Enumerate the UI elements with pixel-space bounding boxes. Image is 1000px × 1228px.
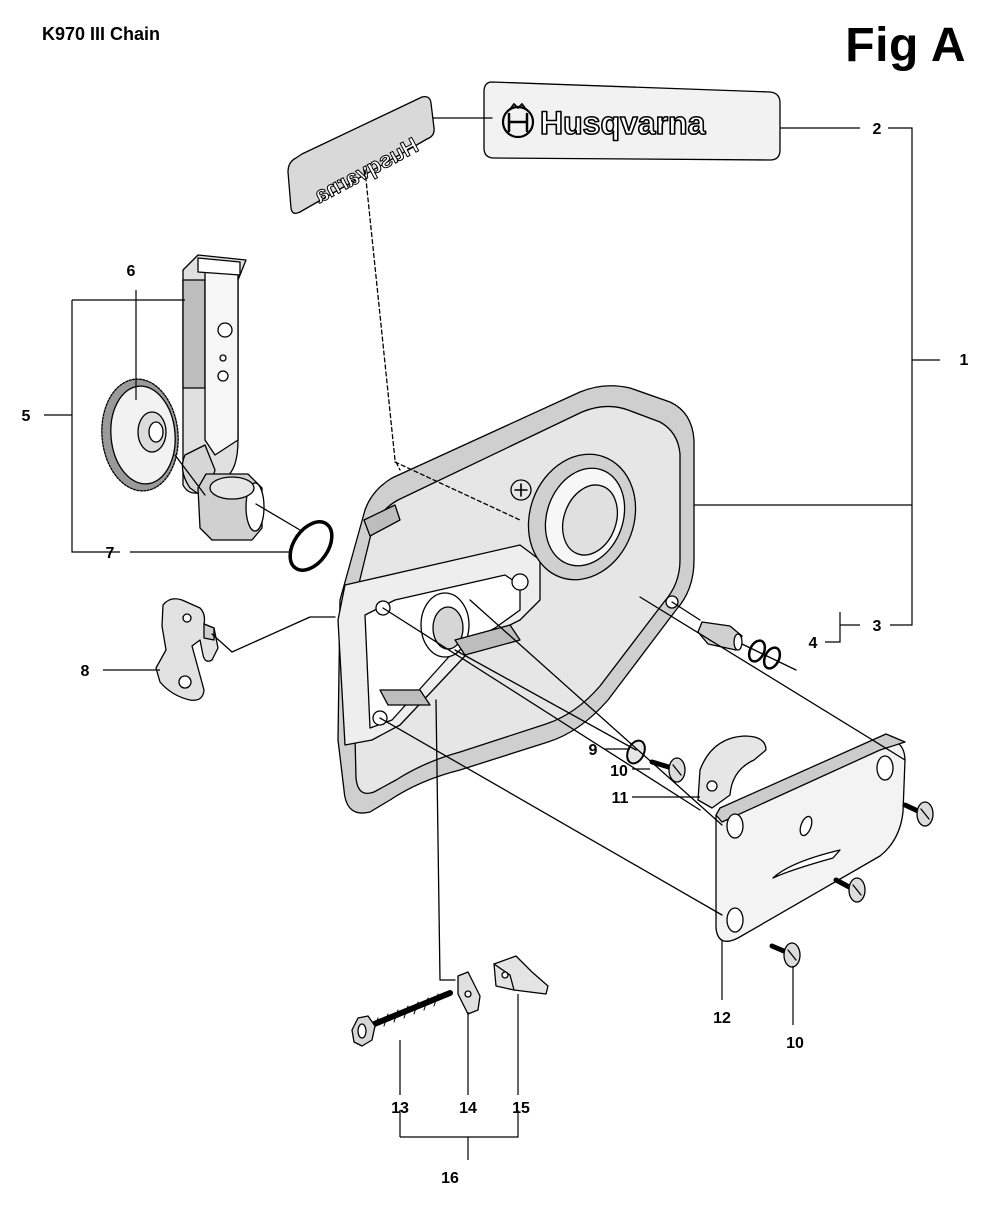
callout-6: 6 xyxy=(127,263,136,280)
callout-12: 12 xyxy=(713,1010,731,1027)
callout-10-lower: 10 xyxy=(786,1035,804,1052)
plate-part-11[interactable] xyxy=(697,735,767,809)
callout-8: 8 xyxy=(81,663,90,680)
brand-decal-text: Husqvarna xyxy=(540,105,706,141)
callout-11: 11 xyxy=(612,790,629,807)
callout-13: 13 xyxy=(391,1100,409,1117)
screw-part-10-lower[interactable] xyxy=(769,942,801,968)
screw-part-10-middle[interactable] xyxy=(649,757,686,783)
callout-4: 4 xyxy=(809,635,818,652)
cover-plate-part-12[interactable] xyxy=(715,733,906,942)
slide-nut-part-14[interactable] xyxy=(457,971,481,1015)
callout-10-middle: 10 xyxy=(610,763,628,780)
callout-5: 5 xyxy=(22,408,31,425)
callout-9: 9 xyxy=(589,742,598,759)
screw-part-10-upper[interactable] xyxy=(902,801,934,827)
callout-15: 15 xyxy=(512,1100,530,1117)
callout-1: 1 xyxy=(960,352,969,369)
o-ring-part-7[interactable] xyxy=(282,514,341,578)
husqvarna-crown-logo xyxy=(501,103,535,139)
callout-3: 3 xyxy=(873,618,882,635)
washer-part-9[interactable] xyxy=(624,738,649,767)
decal-part-2[interactable]: Husqvarna xyxy=(483,81,781,161)
callout-14: 14 xyxy=(459,1100,477,1117)
screw-part-10-center[interactable] xyxy=(833,877,866,903)
callout-7: 7 xyxy=(106,545,115,562)
chain-cover-housing-part-1[interactable] xyxy=(337,385,695,814)
arm-assembly-part-5[interactable] xyxy=(181,254,265,541)
decal-small-mirrored: Husqvarna xyxy=(287,95,435,214)
callout-16: 16 xyxy=(441,1170,459,1187)
sprocket-part-6[interactable] xyxy=(97,376,182,494)
figure-label: Fig A xyxy=(845,19,966,72)
pin-part-15[interactable] xyxy=(493,955,549,995)
bracket-part-8[interactable] xyxy=(155,598,219,701)
adjusting-screw-part-13[interactable] xyxy=(351,990,453,1047)
model-title: K970 III Chain xyxy=(42,24,161,44)
callout-2: 2 xyxy=(873,121,882,138)
